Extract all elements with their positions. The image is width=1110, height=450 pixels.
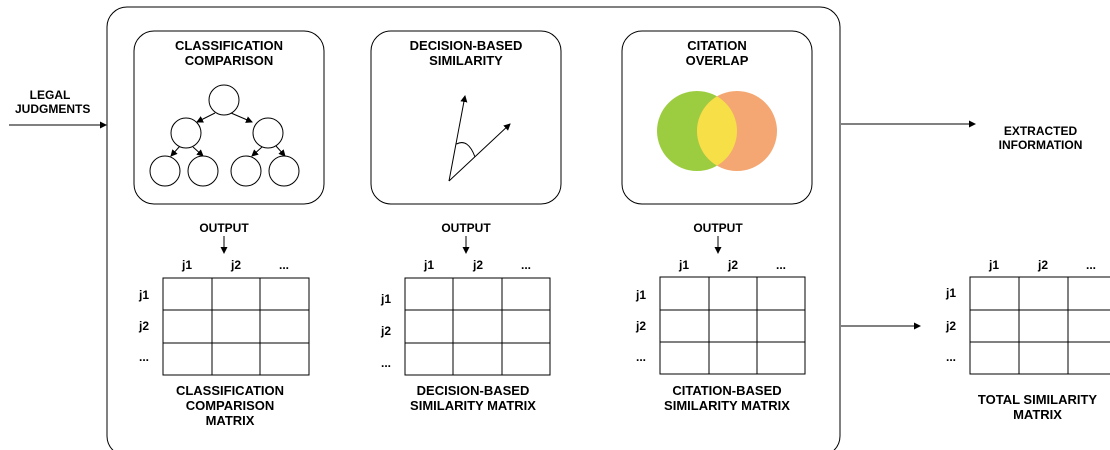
classification-module-box: [133, 30, 325, 205]
tree-icon: [149, 84, 300, 187]
row-header: j2: [138, 319, 149, 333]
decision-matrix-title: DECISION-BASED SIMILARITY MATRIX: [410, 383, 536, 413]
decision-module-title: DECISION-BASED SIMILARITY: [409, 38, 523, 68]
col-header: j2: [1037, 258, 1048, 272]
citation-module-title: CITATION OVERLAP: [685, 38, 749, 68]
col-header: j1: [988, 258, 999, 272]
pipeline-container: [106, 6, 841, 450]
row-header: j1: [945, 286, 956, 300]
row-header: ...: [635, 350, 646, 364]
row-header: j1: [380, 292, 391, 306]
classification-module-title: CLASSIFICATION COMPARISON: [174, 38, 284, 68]
col-header: j1: [181, 258, 192, 272]
decision-module-box: [370, 30, 562, 205]
row-header: ...: [380, 356, 391, 370]
output-label-2: OUTPUT: [441, 221, 491, 235]
classification-matrix-grid: [162, 277, 310, 376]
citation-matrix-grid: [659, 276, 806, 375]
output-label: EXTRACTED INFORMATION: [998, 124, 1083, 152]
vector-angle-icon: [448, 95, 511, 182]
output-label-3: OUTPUT: [693, 221, 743, 235]
col-header: j1: [678, 258, 689, 272]
citation-module-box: [621, 30, 813, 205]
row-header: j2: [380, 324, 391, 338]
venn-diagram-icon: [657, 91, 777, 171]
row-header: j2: [945, 319, 956, 333]
output-label-1: OUTPUT: [199, 221, 249, 235]
total-matrix-grid: [969, 276, 1110, 375]
row-header: j1: [635, 288, 646, 302]
classification-matrix-title: CLASSIFICATION COMPARISON MATRIX: [175, 383, 285, 428]
row-header: j1: [138, 288, 149, 302]
col-header: j2: [727, 258, 738, 272]
col-header: ...: [1085, 258, 1096, 272]
col-header: ...: [520, 258, 531, 272]
col-header: j2: [230, 258, 241, 272]
input-label: LEGAL JUDGMENTS: [15, 88, 91, 116]
col-header: j2: [472, 258, 483, 272]
row-header: j2: [635, 319, 646, 333]
total-matrix-title: TOTAL SIMILARITY MATRIX: [977, 392, 1098, 422]
row-header: ...: [945, 350, 956, 364]
col-header: j1: [423, 258, 434, 272]
col-header: ...: [775, 258, 786, 272]
col-header: ...: [278, 258, 289, 272]
citation-matrix-title: CITATION-BASED SIMILARITY MATRIX: [664, 383, 790, 413]
decision-matrix-grid: [404, 277, 551, 376]
row-header: ...: [138, 350, 149, 364]
